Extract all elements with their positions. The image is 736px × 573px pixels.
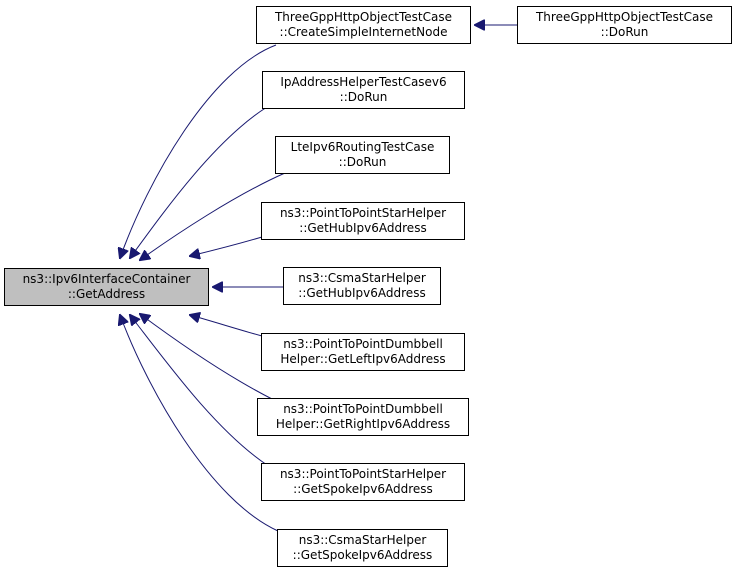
node-label-line1: ThreeGppHttpObjectTestCase bbox=[274, 10, 453, 24]
edge-n4-n0 bbox=[140, 172, 286, 260]
edge-n3-n0 bbox=[130, 106, 268, 258]
node-label-line2: ::DoRun bbox=[338, 155, 387, 169]
edge-n7-n0 bbox=[190, 315, 263, 337]
node-label-line2: ::GetHubIpv6Address bbox=[299, 221, 427, 235]
node-label-line1: ns3::PointToPointStarHelper bbox=[279, 206, 447, 220]
node-three-gpp-http-do-run[interactable]: ThreeGppHttpObjectTestCase ::DoRun bbox=[517, 6, 732, 44]
node-label-line1: ns3::Ipv6InterfaceContainer bbox=[22, 272, 191, 286]
node-label-line2: ::GetHubIpv6Address bbox=[298, 286, 426, 300]
node-lte-ipv6-routing-do-run[interactable]: LteIpv6RoutingTestCase ::DoRun bbox=[275, 136, 450, 174]
node-ip-address-helper-test-do-run[interactable]: IpAddressHelperTestCasev6 ::DoRun bbox=[262, 71, 465, 109]
node-dumbbell-get-left-ipv6-address[interactable]: ns3::PointToPointDumbbell Helper::GetLef… bbox=[261, 333, 465, 371]
node-label-line2: ::GetAddress bbox=[67, 287, 146, 301]
edge-n8-n0 bbox=[140, 314, 273, 400]
node-ipv6-interface-container-get-address[interactable]: ns3::Ipv6InterfaceContainer ::GetAddress bbox=[4, 268, 209, 306]
node-label-line1: ns3::CsmaStarHelper bbox=[298, 533, 427, 547]
node-label-line2: ::DoRun bbox=[600, 25, 649, 39]
node-label-line1: ns3::PointToPointDumbbell bbox=[283, 402, 443, 416]
node-label-line2: ::GetSpokeIpv6Address bbox=[292, 548, 433, 562]
node-dumbbell-get-right-ipv6-address[interactable]: ns3::PointToPointDumbbell Helper::GetRig… bbox=[257, 398, 469, 436]
edge-n5-n0 bbox=[190, 236, 263, 256]
node-label-line2: ::DoRun bbox=[339, 90, 388, 104]
node-label-line1: ns3::PointToPointDumbbell bbox=[283, 337, 443, 351]
node-label-line2: Helper::GetRightIpv6Address bbox=[275, 417, 451, 431]
node-label-line2: ::CreateSimpleInternetNode bbox=[279, 25, 448, 39]
edge-n1-n0 bbox=[120, 44, 277, 258]
node-label-line1: IpAddressHelperTestCasev6 bbox=[280, 75, 447, 89]
node-p2p-star-get-spoke-ipv6-address[interactable]: ns3::PointToPointStarHelper ::GetSpokeIp… bbox=[261, 463, 465, 501]
node-label-line1: ThreeGppHttpObjectTestCase bbox=[535, 10, 714, 24]
node-label-line2: Helper::GetLeftIpv6Address bbox=[280, 352, 446, 366]
node-p2p-star-get-hub-ipv6-address[interactable]: ns3::PointToPointStarHelper ::GetHubIpv6… bbox=[261, 202, 465, 240]
node-csma-star-get-hub-ipv6-address[interactable]: ns3::CsmaStarHelper ::GetHubIpv6Address bbox=[283, 267, 441, 305]
edge-n9-n0 bbox=[130, 315, 268, 466]
node-label-line2: ::GetSpokeIpv6Address bbox=[293, 482, 433, 496]
node-csma-star-get-spoke-ipv6-address[interactable]: ns3::CsmaStarHelper ::GetSpokeIpv6Addres… bbox=[277, 529, 448, 567]
node-label-line1: LteIpv6RoutingTestCase bbox=[290, 140, 435, 154]
edge-n10-n0 bbox=[120, 315, 279, 532]
node-label-line1: ns3::PointToPointStarHelper bbox=[279, 467, 447, 481]
node-create-simple-internet-node[interactable]: ThreeGppHttpObjectTestCase ::CreateSimpl… bbox=[256, 6, 471, 44]
node-label-line1: ns3::CsmaStarHelper bbox=[298, 271, 426, 285]
